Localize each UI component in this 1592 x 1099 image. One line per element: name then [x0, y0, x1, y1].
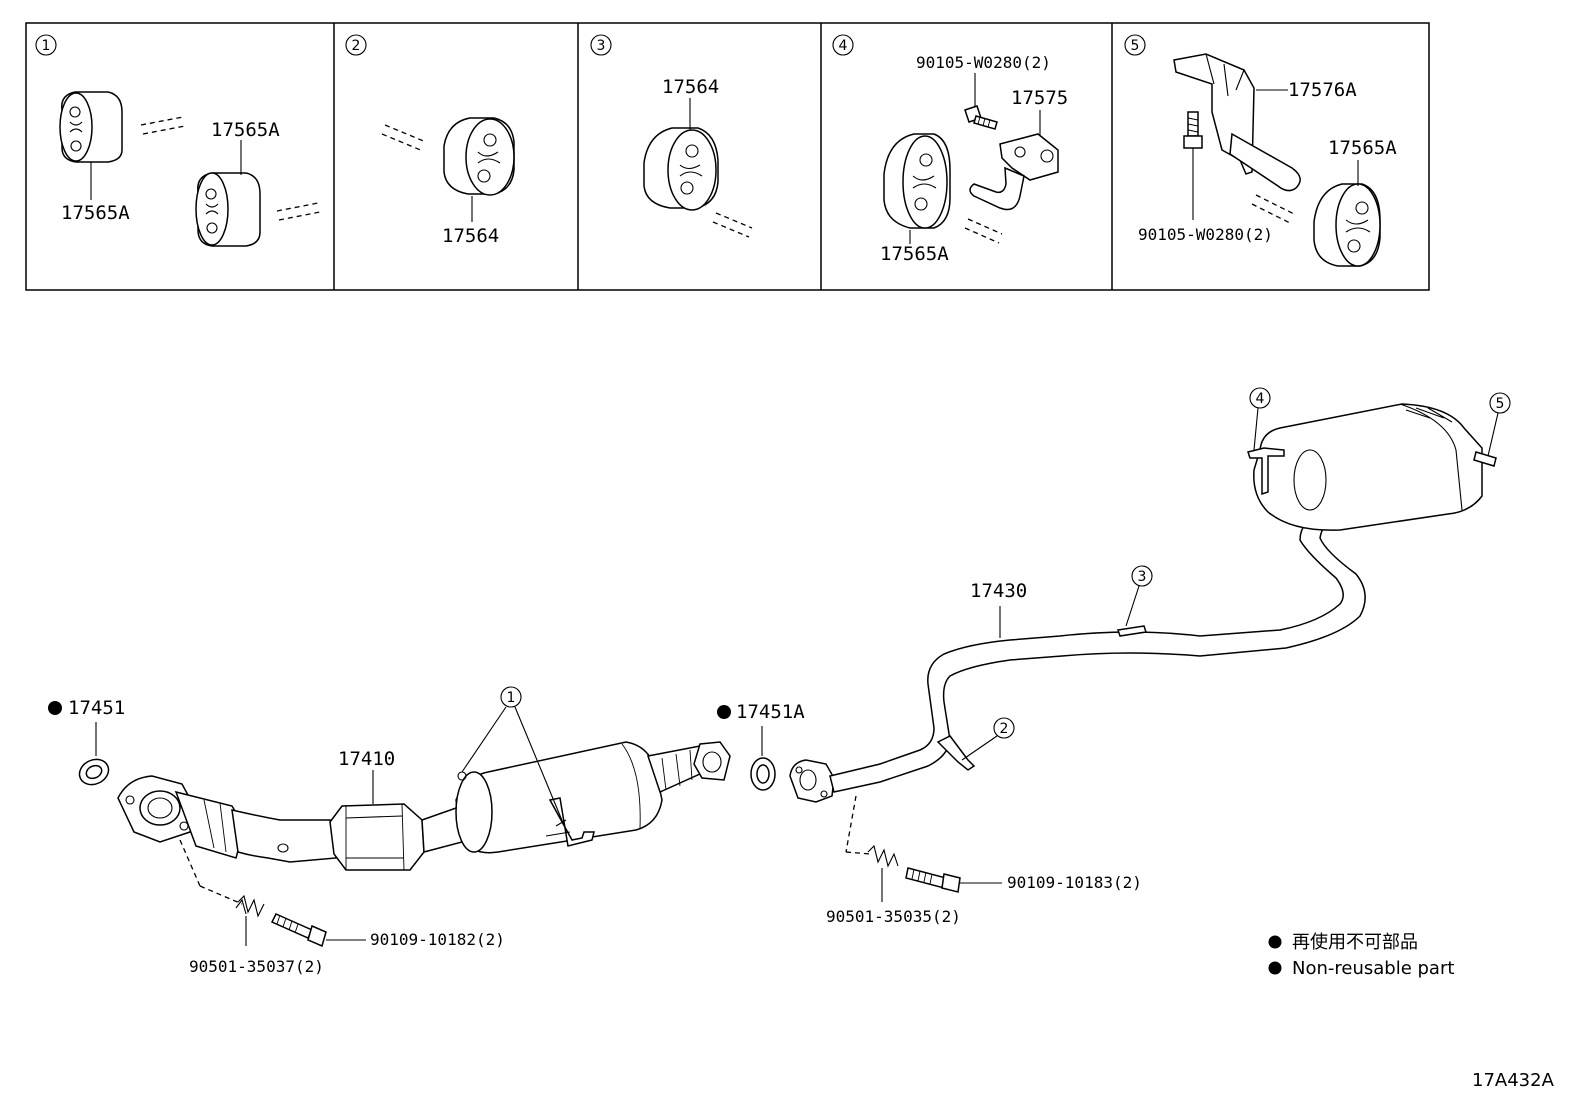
panel-5-bolt — [1183, 111, 1203, 149]
callout-5: 5 — [1487, 392, 1511, 457]
spring-90501-35037: 90501-35037(2) — [189, 894, 324, 976]
panel-number-5: 5 — [1124, 34, 1146, 56]
panel-number-3: 3 — [590, 34, 612, 56]
label-17410: 17410 — [338, 748, 395, 770]
panel-number-4: 4 — [832, 34, 854, 56]
svg-text:90501-35037(2): 90501-35037(2) — [189, 957, 324, 976]
panel-5-pipe-stub — [1251, 194, 1295, 224]
label-p1-17565a-upper: 17565A — [211, 119, 280, 141]
panel-4-hanger — [883, 133, 951, 229]
spring-90501-35035: 90501-35035(2) — [826, 844, 961, 926]
dash-mid-flange — [845, 795, 857, 853]
svg-text:90109-10183(2): 90109-10183(2) — [1007, 873, 1142, 892]
legend-line-2: Non-reusable part — [1292, 958, 1454, 979]
panel-4-pipe-stub — [964, 218, 1003, 244]
legend-marker-2 — [1268, 961, 1282, 975]
legend-marker-1 — [1268, 935, 1282, 949]
callout-1: 1 — [461, 686, 567, 831]
diagram-id: 17A432A — [1472, 1070, 1555, 1091]
panel-2-hanger — [443, 117, 515, 196]
svg-text:4: 4 — [839, 38, 848, 54]
panel-5-hanger — [1313, 183, 1381, 267]
panel-number-1: 1 — [35, 34, 57, 56]
label-17430: 17430 — [970, 580, 1027, 602]
label-p5-17576a: 17576A — [1288, 79, 1357, 101]
svg-text:5: 5 — [1496, 396, 1505, 412]
legend: 再使用不可部品 Non-reusable part — [1268, 932, 1454, 979]
panel-number-2: 2 — [345, 34, 367, 56]
gasket-17451: 17451 — [48, 697, 125, 786]
svg-text:3: 3 — [597, 38, 606, 54]
svg-text:3: 3 — [1138, 569, 1147, 585]
panel-1-pipe-stub-b — [276, 202, 321, 221]
panel-2-pipe-stub — [381, 124, 427, 152]
panel-1-hanger-a — [59, 91, 123, 163]
label-p2-17564: 17564 — [442, 225, 499, 247]
panel-3-hanger — [643, 127, 719, 211]
legend-line-1: 再使用不可部品 — [1292, 932, 1418, 953]
callout-2: 2 — [961, 717, 1015, 761]
dash-mid-spring — [845, 851, 871, 855]
label-p4-17575: 17575 — [1011, 87, 1068, 109]
svg-text:17451: 17451 — [68, 697, 125, 719]
bolt-90109-10182: 90109-10182(2) — [270, 913, 505, 949]
panel-5-bracket — [1173, 53, 1301, 192]
svg-text:2: 2 — [352, 38, 361, 54]
panel-1-pipe-stub-a — [140, 116, 186, 135]
panel-4-bolt — [964, 105, 998, 130]
label-p1-17565a-lower: 17565A — [61, 202, 130, 224]
svg-text:5: 5 — [1131, 38, 1140, 54]
panel-3-pipe-stub — [712, 212, 753, 238]
svg-text:90501-35035(2): 90501-35035(2) — [826, 907, 961, 926]
svg-text:1: 1 — [42, 38, 51, 54]
label-p4-bolt: 90105-W0280(2) — [916, 53, 1051, 72]
dash-front-spring — [199, 885, 243, 905]
gasket-17451a: 17451A — [717, 701, 805, 791]
center-pipe-17430 — [789, 403, 1497, 803]
callout-4: 4 — [1249, 387, 1271, 451]
svg-text:1: 1 — [507, 690, 516, 706]
svg-text:2: 2 — [1000, 721, 1009, 737]
label-p4-17565a: 17565A — [880, 243, 949, 265]
bolt-90109-10183: 90109-10183(2) — [905, 867, 1142, 893]
front-pipe-17410 — [117, 741, 731, 871]
svg-text:17451A: 17451A — [736, 701, 805, 723]
label-p5-bolt: 90105-W0280(2) — [1138, 225, 1273, 244]
panel-4-bracket — [969, 133, 1059, 211]
label-p5-17565a: 17565A — [1328, 137, 1397, 159]
detail-panels-frame — [25, 22, 1430, 291]
callout-3: 3 — [1125, 565, 1153, 627]
svg-text:90109-10182(2): 90109-10182(2) — [370, 930, 505, 949]
svg-text:4: 4 — [1256, 391, 1265, 407]
panel-1-hanger-b — [195, 172, 261, 247]
label-p3-17564: 17564 — [662, 76, 719, 98]
